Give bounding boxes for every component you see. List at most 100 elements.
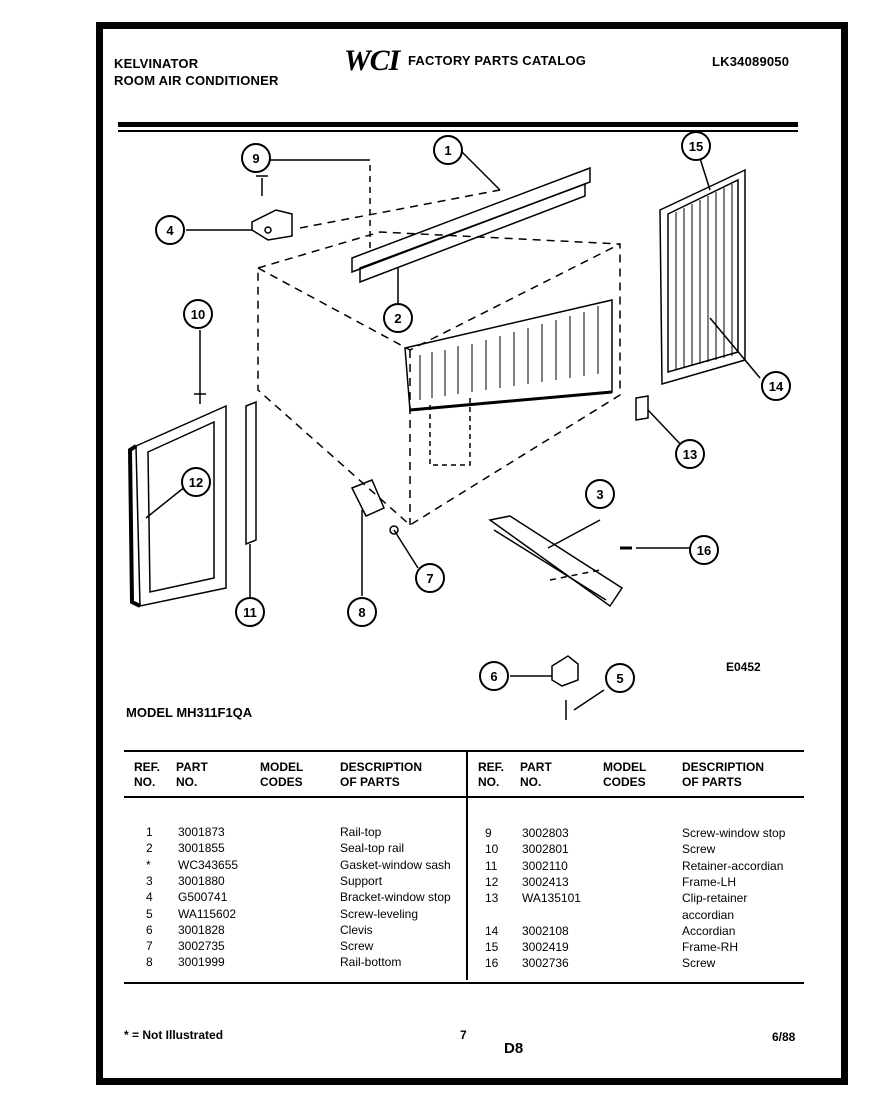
col-ref-1: REF. [134,760,161,774]
rail-bottom [350,479,385,517]
callout-8 [347,597,377,627]
cell-desc: Rail-top [340,825,382,839]
callout-label: 4 [166,223,174,238]
col-part-1: PART [176,760,208,774]
drawing-code: E0452 [726,660,761,674]
cell-ref: 16 [485,956,499,971]
not-illustrated-note: * = Not Illustrated [124,1028,224,1042]
col-model-2: CODES [603,775,646,789]
cell-desc: Accordian [682,923,736,938]
col-ref-2: NO. [134,775,156,789]
header-rule-thick [118,122,798,127]
cell-part: 3002803 [522,826,569,840]
cell-part: WA115602 [178,906,237,921]
cell-desc: Seal-top rail [340,841,405,856]
header-rule-thin [118,130,798,132]
col-ref-1: REF. [478,760,505,774]
callout-1 [433,135,463,165]
callout-label: 7 [426,571,433,586]
bracket-window-stop [251,209,293,241]
col-model-2: CODES [260,775,303,789]
callout-label: 14 [769,379,784,394]
cell-desc: Frame-RH [682,940,738,955]
cell-part: 3001873 [178,825,225,839]
callout-label: 13 [683,447,697,462]
table-top-rule [124,750,804,752]
model-number: MODEL MH311F1QA [126,705,253,720]
table-divider [466,752,468,980]
callout-2 [383,303,413,333]
rail-top [351,166,591,274]
col-model-1: MODEL [603,760,647,774]
cell-ref: 13 [485,891,499,906]
col-ref-2: NO. [478,775,500,789]
cell-desc: Clip-retainer [682,891,748,906]
callout-label: 2 [394,311,401,326]
callout-label: 10 [191,307,205,322]
cell-desc: Retainer-accordian [682,858,784,873]
cell-part: 3002110 [522,858,568,873]
page-frame [96,22,848,1085]
cell-desc: Rail-bottom [340,955,402,970]
cell-part: 3001855 [178,841,225,856]
cell-desc: Frame-LH [682,874,737,889]
col-desc-2: OF PARTS [340,775,400,789]
col-part-2: NO. [176,775,198,789]
cell-part: 3001828 [178,922,225,937]
cell-ref: 14 [485,923,499,938]
callout-11 [235,597,265,627]
col-desc-1: DESCRIPTION [682,760,765,774]
cell-desc: accordian [682,907,735,922]
callout-label: 12 [189,475,203,490]
callout-label: 1 [444,143,451,158]
callout-label: 3 [596,487,603,502]
cell-desc: Screw [682,956,716,971]
callout-15 [681,131,711,161]
brand-line-1: KELVINATOR [114,56,199,71]
col-part-1: PART [520,760,552,774]
cell-ref: 8 [146,955,153,970]
exploded-parts-diagram: 1 2 3 4 5 6 7 8 9 10 11 12 13 14 15 16 [127,131,791,720]
brand-line-2: ROOM AIR CONDITIONER [114,73,279,88]
callout-3 [585,479,615,509]
table-header-rule [124,796,804,798]
cell-desc: Bracket-window stop [340,890,451,905]
cabinet-outline [257,231,621,526]
cell-part: 3002108 [522,923,569,938]
callout-4 [155,215,185,245]
cell-part: 3002801 [522,842,569,857]
callout-13 [675,439,705,469]
cell-part: 3002735 [178,939,225,954]
col-model-1: MODEL [260,760,304,774]
callout-label: 9 [252,151,259,166]
cell-ref: 5 [146,906,153,921]
cell-ref: 15 [485,940,499,955]
wci-logo: WCI [344,44,400,77]
cell-part: 3002736 [522,956,569,971]
cell-ref: 7 [146,939,153,954]
frame-lh [135,404,227,607]
screw-leveling [565,700,567,720]
cell-desc: Screw-leveling [340,906,419,921]
page-number: 7 [460,1028,467,1042]
callout-16 [689,535,719,565]
callout-6 [479,661,509,691]
cell-part: WC343655 [178,857,239,872]
cell-desc: Screw [682,842,716,857]
cell-ref: 10 [485,842,499,857]
callout-14 [761,371,791,401]
cell-desc: Screw-window stop [682,826,786,840]
clevis [551,655,579,687]
callout-label: 16 [697,543,711,558]
callout-7 [415,563,445,593]
callout-label: 15 [689,139,703,154]
cell-part: WA135101 [522,891,581,906]
table-bottom-rule [124,982,804,984]
cell-ref: 4 [146,890,153,905]
cell-desc: Support [340,873,383,888]
callout-label: 5 [616,671,623,686]
callout-label: 8 [358,605,365,620]
col-desc-1: DESCRIPTION [340,760,423,774]
cell-desc: Screw [340,939,374,954]
callout-10 [183,299,213,329]
